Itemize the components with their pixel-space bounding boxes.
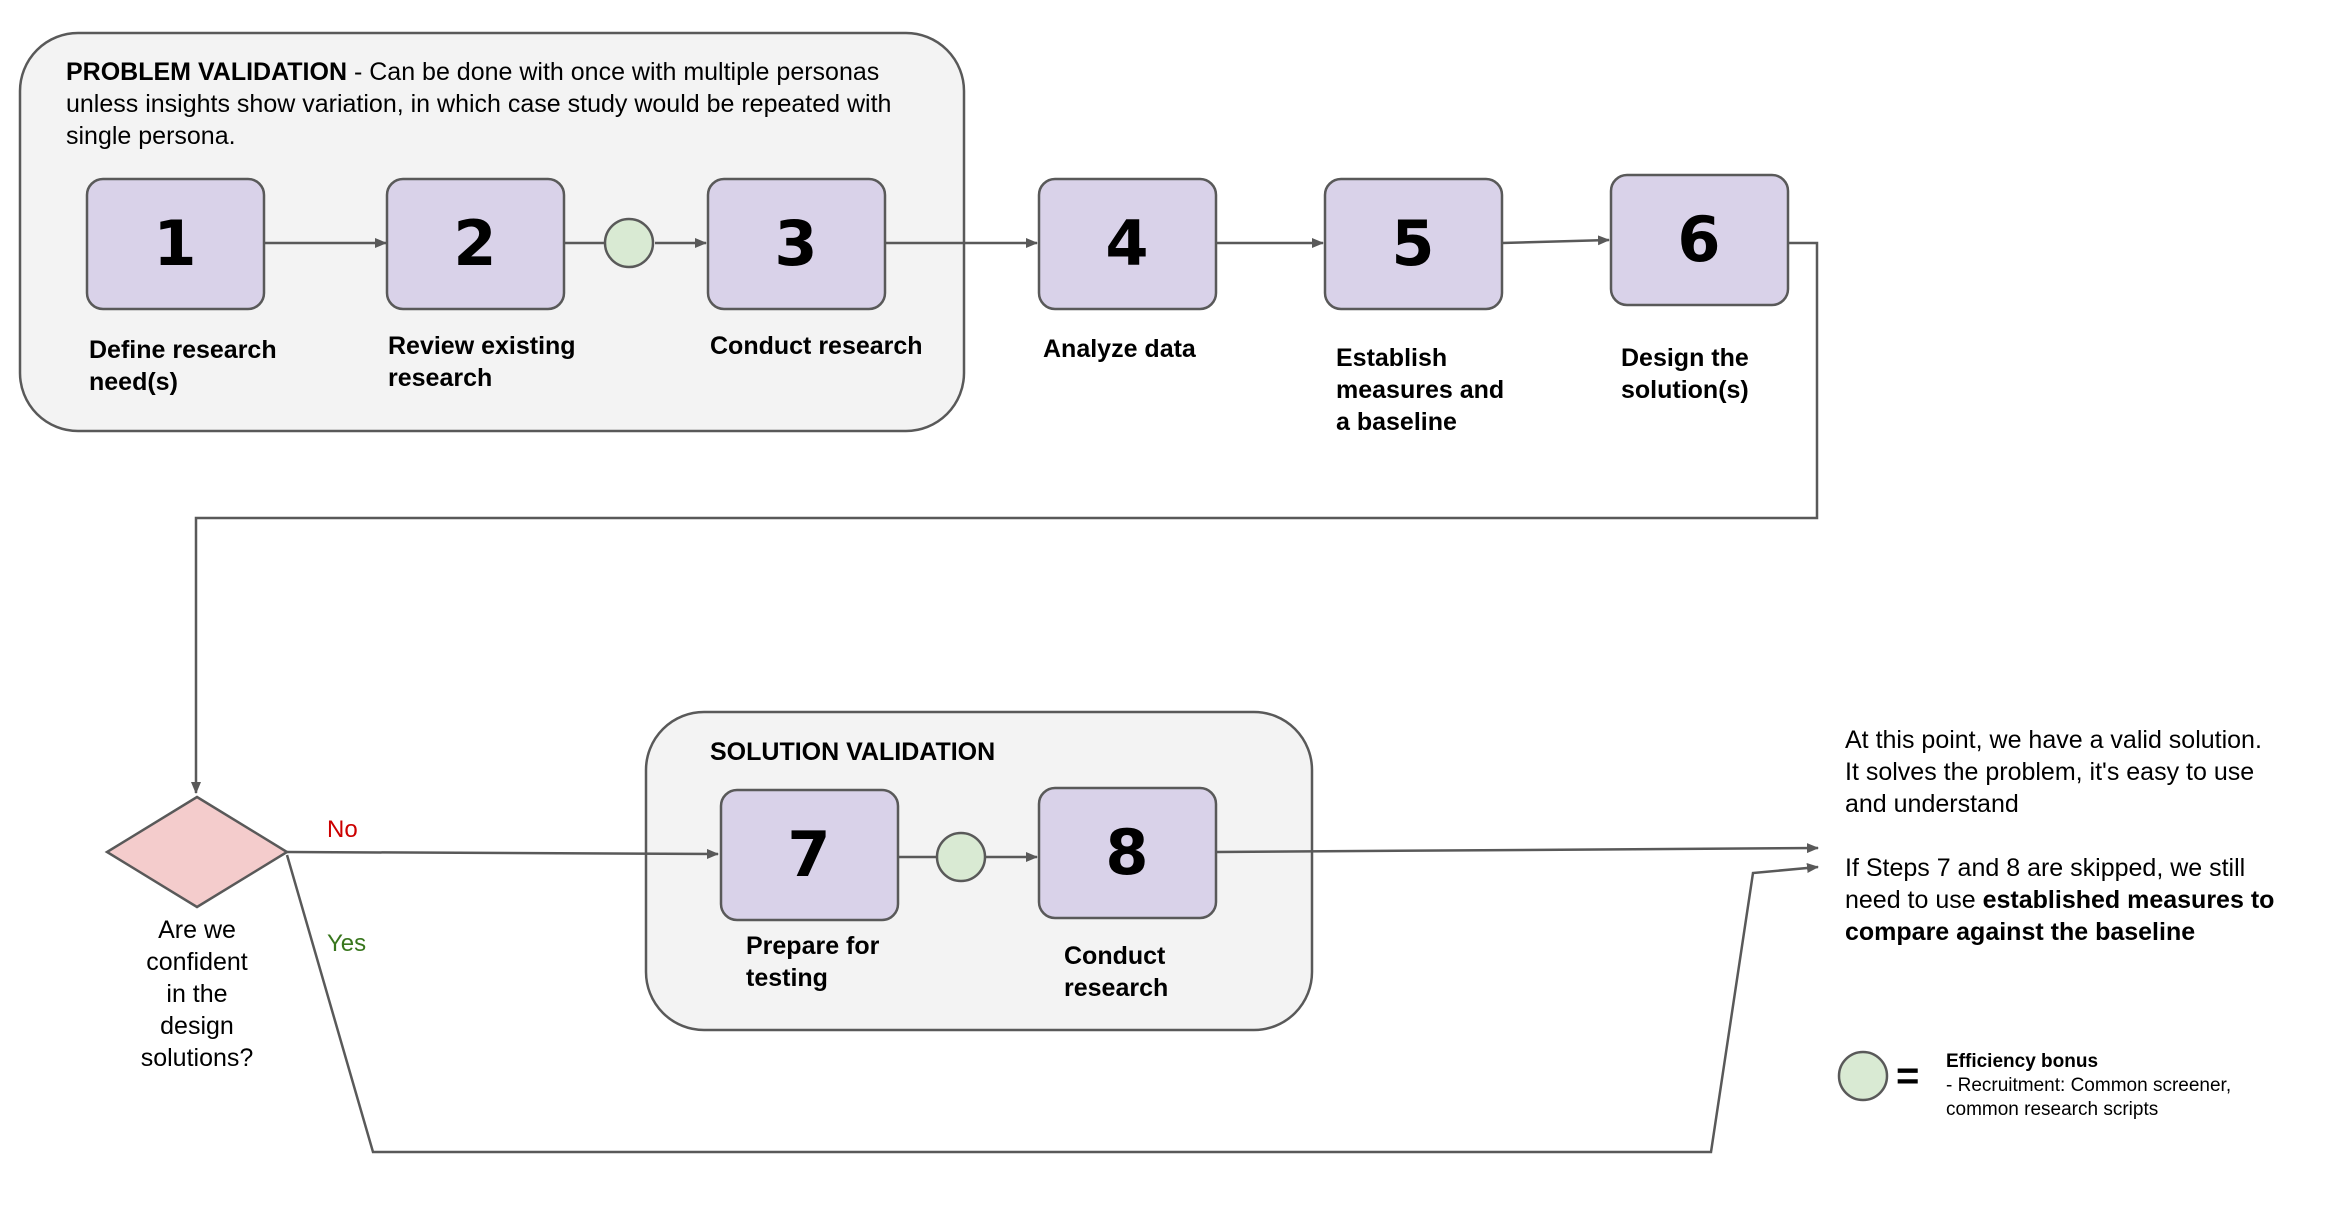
connector-6-decision <box>191 241 1819 794</box>
problem-validation-title-line3: single persona. <box>66 122 236 150</box>
step-5-label-line1: Establish <box>1336 344 1448 372</box>
step-8-label-line1: Conduct <box>1064 942 1166 970</box>
step-3-label-line1: Conduct research <box>710 332 923 360</box>
legend-line2: common research scripts <box>1946 1099 2159 1120</box>
edge-label-yes: Yes <box>327 930 367 957</box>
step-2-label: Review existing research <box>388 330 576 394</box>
decision-label-line2: confident <box>146 948 248 976</box>
step-5-label-line2: measures and <box>1336 376 1505 404</box>
decision-diamond <box>104 795 290 909</box>
solution-validation-title: SOLUTION VALIDATION <box>710 736 995 768</box>
edge-label-no: No <box>327 816 358 843</box>
outcome-line5-plain: need to use <box>1845 886 1983 914</box>
legend-equals: = <box>1896 1054 1920 1098</box>
step-7-number: 7 <box>787 818 831 891</box>
problem-validation-title-rest: - Can be done with once with multiple pe… <box>347 58 880 86</box>
step-6-box <box>1609 173 1790 307</box>
legend-bonus-icon <box>1837 1050 1889 1102</box>
outcome-line5-bold: established measures to <box>1982 886 2275 914</box>
step-6-label-line2: solution(s) <box>1621 376 1749 404</box>
step-5-number: 5 <box>1391 207 1435 280</box>
step-3-box <box>706 177 887 311</box>
step-4-label-line1: Analyze data <box>1043 335 1196 363</box>
step-8-label-line2: research <box>1064 974 1169 1002</box>
step-5-label-line3: a baseline <box>1336 408 1457 436</box>
step-7-label-line1: Prepare for <box>746 932 880 960</box>
step-1-label: Define research need(s) <box>89 334 277 398</box>
problem-validation-title-bold: PROBLEM VALIDATION <box>66 58 348 86</box>
outcome-line2: It solves the problem, it's easy to use <box>1845 758 2255 786</box>
outcome-note: At this point, we have a valid solution.… <box>1845 724 2315 948</box>
step-3-label: Conduct research <box>710 330 923 362</box>
legend-line1: - Recruitment: Common screener, <box>1946 1075 2232 1096</box>
outcome-line3: and understand <box>1845 790 2019 818</box>
decision-label-line1: Are we <box>158 916 236 944</box>
decision-label-line4: design <box>160 1012 234 1040</box>
step-4-label: Analyze data <box>1043 333 1196 365</box>
decision-label: Are we confident in the design solutions… <box>117 914 277 1074</box>
connector-no-7 <box>286 848 719 859</box>
efficiency-bonus-icon <box>603 217 655 269</box>
step-5-box <box>1323 177 1504 311</box>
step-7-label: Prepare for testing <box>746 930 879 994</box>
legend-title: Efficiency bonus <box>1946 1051 2099 1072</box>
step-6-label: Design the solution(s) <box>1621 342 1749 406</box>
legend: Efficiency bonus - Recruitment: Common s… <box>1946 1050 2326 1122</box>
step-4-box <box>1037 177 1218 311</box>
step-6-number: 6 <box>1677 203 1721 276</box>
outcome-line6-bold: compare against the baseline <box>1845 918 2196 946</box>
step-4-number: 4 <box>1105 207 1149 280</box>
problem-validation-title: PROBLEM VALIDATION - Can be done with on… <box>66 56 946 152</box>
step-1-label-line1: Define research <box>89 336 277 364</box>
step-7-label-line2: testing <box>746 964 828 992</box>
outcome-line4: If Steps 7 and 8 are skipped, we still <box>1845 854 2246 882</box>
step-5-label: Establish measures and a baseline <box>1336 342 1504 438</box>
decision-label-line5: solutions? <box>140 1044 254 1072</box>
step-8-number: 8 <box>1105 816 1149 889</box>
step-6-label-line1: Design the <box>1621 344 1749 372</box>
step-1-number: 1 <box>153 207 197 280</box>
connector-yes-outcome <box>285 854 1819 1154</box>
connector-8-outcome <box>1215 843 1819 854</box>
step-8-box <box>1037 786 1218 920</box>
solution-validation-title-bold: SOLUTION VALIDATION <box>710 738 996 766</box>
connector-5-6 <box>1501 235 1610 246</box>
step-1-label-line2: need(s) <box>89 368 178 396</box>
step-2-label-line1: Review existing <box>388 332 576 360</box>
step-2-label-line2: research <box>388 364 493 392</box>
step-3-number: 3 <box>774 207 818 280</box>
step-1-box <box>85 177 266 311</box>
step-2-box <box>385 177 566 311</box>
problem-validation-title-line2: unless insights show variation, in which… <box>66 90 892 118</box>
step-2-number: 2 <box>453 207 497 280</box>
efficiency-bonus-icon <box>935 831 987 883</box>
outcome-line1: At this point, we have a valid solution. <box>1845 726 2262 754</box>
decision-label-line3: in the <box>166 980 228 1008</box>
step-7-box <box>719 788 900 922</box>
step-8-label: Conduct research <box>1064 940 1168 1004</box>
